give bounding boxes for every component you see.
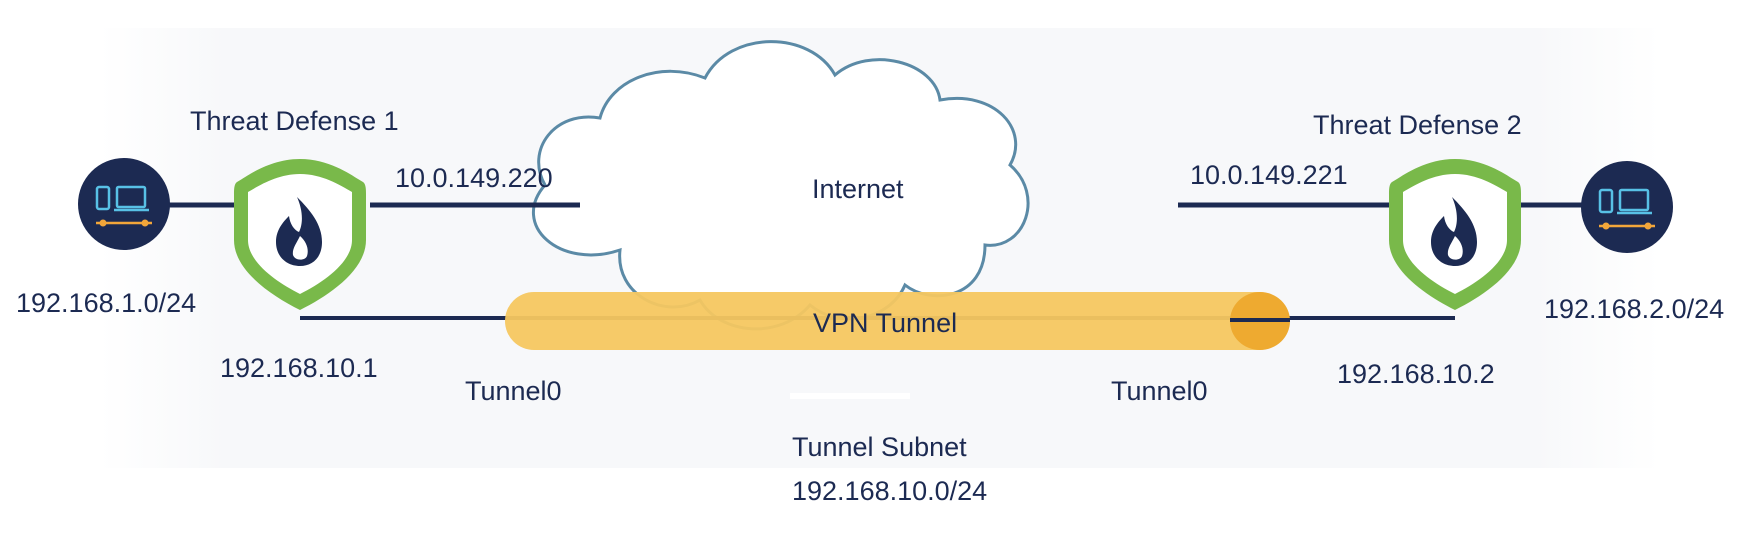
internet-label: Internet	[812, 174, 904, 204]
threat-defense-1-tunnel-iface: Tunnel0	[465, 376, 562, 406]
threat-defense-2-icon	[1389, 159, 1521, 310]
lan-2-subnet: 192.168.2.0/24	[1544, 294, 1725, 324]
threat-defense-2-tunnel-iface: Tunnel0	[1111, 376, 1208, 406]
threat-defense-1-outside-ip: 10.0.149.220	[395, 163, 553, 193]
threat-defense-2-outside-ip: 10.0.149.221	[1190, 160, 1348, 190]
vpn-tunnel-pipe	[505, 292, 1288, 350]
threat-defense-2-tunnel-ip: 192.168.10.2	[1337, 359, 1495, 389]
lan-devices-icon-right	[1581, 161, 1673, 253]
tunnel-subnet-title: Tunnel Subnet	[792, 432, 967, 462]
threat-defense-2-title: Threat Defense 2	[1313, 110, 1522, 140]
lan-1-subnet: 192.168.1.0/24	[16, 288, 197, 318]
threat-defense-1-icon	[234, 159, 366, 310]
tunnel-subnet-value: 192.168.10.0/24	[792, 476, 988, 506]
threat-defense-1-title: Threat Defense 1	[190, 106, 399, 136]
cloud-bottom-gap	[790, 393, 910, 399]
threat-defense-1-tunnel-ip: 192.168.10.1	[220, 353, 378, 383]
lan-devices-icon-left	[78, 158, 170, 250]
vpn-tunnel-label: VPN Tunnel	[813, 308, 958, 338]
